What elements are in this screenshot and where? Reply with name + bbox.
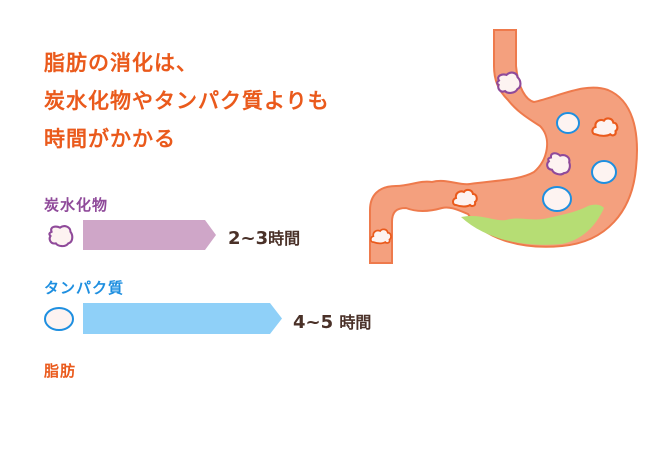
stomach-fat-cloud-icon xyxy=(369,228,392,245)
protein-time: 4~5 時間 xyxy=(293,309,371,333)
protein-oval-icon xyxy=(44,307,74,331)
gastric-juice xyxy=(461,204,604,245)
carbohydrate-duration-bar xyxy=(83,220,216,250)
carbohydrate-label: 炭水化物 xyxy=(44,196,109,214)
stomach-protein-oval-icon xyxy=(591,160,617,184)
headline-line-1: 脂肪の消化は、 xyxy=(44,51,198,75)
protein-label: タンパク質 xyxy=(44,279,125,297)
carbohydrate-time-range: 2~3 xyxy=(228,228,269,249)
protein-duration-bar xyxy=(83,303,282,334)
fat-label: 脂肪 xyxy=(44,362,77,380)
carbohydrate-time: 2~3時間 xyxy=(228,225,300,249)
protein-time-unit: 時間 xyxy=(339,313,372,332)
stomach-illustration xyxy=(369,29,638,264)
stomach-protein-oval-icon xyxy=(556,112,580,134)
stomach-fat-cloud-icon xyxy=(591,117,619,137)
headline: 脂肪の消化は、 炭水化物やタンパク質よりも 時間がかかる xyxy=(44,44,330,158)
headline-line-3: 時間がかかる xyxy=(44,127,176,151)
carbohydrate-time-unit: 時間 xyxy=(268,229,301,248)
carbohydrate-blob-icon xyxy=(48,225,74,248)
stomach-fat-cloud-icon xyxy=(452,188,478,208)
stomach-protein-oval-icon xyxy=(542,186,572,212)
protein-time-range: 4~5 xyxy=(293,312,334,333)
headline-line-2: 炭水化物やタンパク質よりも xyxy=(44,89,330,113)
